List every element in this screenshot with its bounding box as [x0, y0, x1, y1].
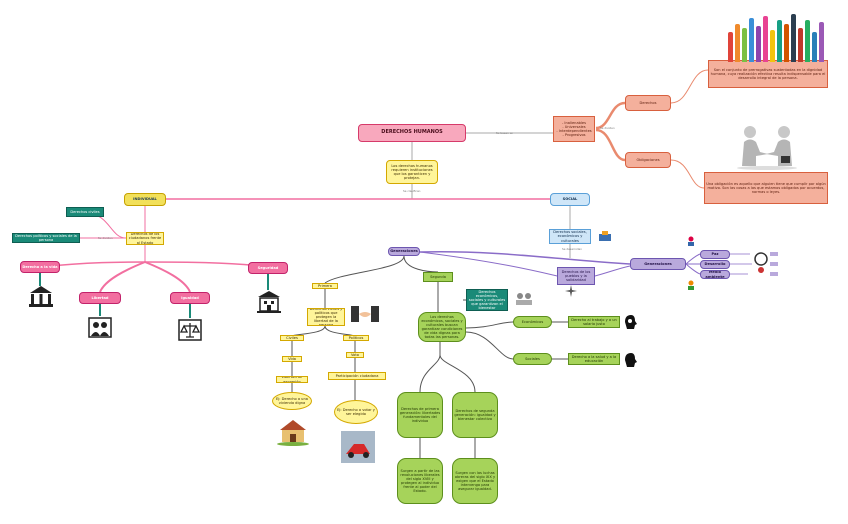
right-branch-node[interactable]: SOCIAL — [550, 193, 590, 206]
title-node[interactable]: DERECHOS HUMANOS — [358, 124, 466, 142]
characteristics-node[interactable]: - Inalienables - Universales - Interdepe… — [553, 116, 595, 142]
yellow-desc-node[interactable]: Derechos civiles y políticos que protege… — [307, 308, 345, 326]
green-main-node[interactable]: Los derechos económicos, sociales y cult… — [418, 312, 466, 342]
yellow-left2-node[interactable]: Vida — [282, 356, 302, 362]
green-bottom-left-node[interactable]: Surgen a partir de las revoluciones libe… — [397, 458, 443, 504]
center-note-node[interactable]: Los derechos humanos requieren instituci… — [386, 160, 438, 184]
people-icon — [516, 293, 532, 305]
green-top-node[interactable]: Segunda — [423, 272, 453, 282]
group-icon — [688, 280, 694, 290]
person-icon — [688, 236, 694, 246]
yellow-right-node[interactable]: Políticos — [343, 335, 369, 341]
left-child-1[interactable]: Derecho a la vida — [20, 261, 60, 273]
link-label-left: Se dividen — [98, 236, 113, 240]
yellow-right3-node[interactable]: Participación ciudadana — [328, 372, 386, 380]
green-right-b-node[interactable]: Sociales — [513, 353, 552, 365]
right-sub-node[interactable]: Derechos sociales, económicos y cultural… — [549, 229, 591, 244]
green-bottom-right-node[interactable]: Surgen con las luchas obreras del siglo … — [452, 458, 498, 504]
branch-derechos[interactable]: Derechos — [625, 95, 671, 111]
right-option-2[interactable]: Desarrollo — [700, 260, 730, 269]
link-label-char-branch: Se dividen — [600, 126, 615, 130]
mini-tag-3 — [770, 272, 778, 276]
right-option-1[interactable]: Paz — [700, 250, 730, 259]
sparkle-icon — [565, 285, 577, 297]
left-branch-node[interactable]: INDIVIDUAL — [124, 193, 166, 206]
head-profile-icon — [625, 353, 637, 367]
scales-icon — [178, 319, 202, 341]
green-low-left-node[interactable]: Derechos de primera generación: libertad… — [397, 392, 443, 438]
purple-center-node[interactable]: Generaciones — [630, 258, 686, 270]
purple-note-node[interactable]: Derechos de los pueblos y la solidaridad — [557, 267, 595, 285]
green-right-b-note[interactable]: Derecho a la salud y a la educación — [568, 353, 620, 365]
left-child-2[interactable]: Libertad — [79, 292, 121, 304]
mini-tag-1 — [770, 252, 778, 256]
branch-obligaciones[interactable]: Obligaciones — [625, 152, 671, 168]
building-icon — [257, 291, 281, 313]
head-gear-icon — [625, 315, 637, 329]
right-option-3[interactable]: Medio ambiente — [700, 270, 730, 279]
left-small-a[interactable]: Derechos civiles — [66, 207, 104, 217]
temple-icon — [29, 286, 53, 307]
obligation-node[interactable]: Una obligación es aquello que alguien ti… — [704, 172, 828, 204]
green-right-a-note[interactable]: Derecho al trabajo y a un salario justo — [568, 316, 620, 328]
mini-tag-2 — [770, 262, 778, 266]
green-right-a-node[interactable]: Económicos — [513, 316, 552, 328]
definition-node[interactable]: Son el conjunto de prerrogativas sustent… — [708, 60, 828, 88]
handshake-people-image — [737, 126, 797, 170]
oval-left-node[interactable]: Ej: Derecho a una vivienda digna — [272, 392, 312, 410]
yellow-top-node[interactable]: Primera — [312, 283, 338, 289]
mid-root-node[interactable]: Generaciones — [388, 247, 420, 256]
raised-hands-image — [728, 12, 826, 62]
link-label-center: Se clasifican — [403, 189, 421, 193]
left-small-b[interactable]: Derechos políticos y sociales de la pers… — [12, 233, 80, 243]
house-image — [277, 420, 309, 446]
teal-note-node[interactable]: Derechos económicos, sociales y cultural… — [466, 289, 508, 311]
globe-icon — [754, 252, 768, 273]
left-child-3[interactable]: Igualdad — [170, 292, 210, 304]
yellow-left-node[interactable]: Civiles — [280, 335, 304, 341]
oval-right-node[interactable]: Ej: Derecho a votar y ser elegido — [334, 400, 378, 424]
left-sub-node[interactable]: Derechos de los ciudadanos frente al Est… — [126, 232, 164, 245]
link-label-right: Se desarrollan — [562, 247, 582, 251]
voting-image — [341, 431, 375, 463]
green-low-right-node[interactable]: Derechos de segunda generación: igualdad… — [452, 392, 498, 438]
yellow-left3-node[interactable]: Libertad de expresión — [276, 376, 308, 383]
handshake-icon — [351, 306, 379, 322]
link-label-title-char: Se basan en — [496, 131, 514, 135]
yellow-right2-node[interactable]: Voto — [346, 352, 364, 358]
family-icon — [88, 317, 112, 338]
tools-icon — [599, 231, 611, 241]
left-child-4[interactable]: Seguridad — [248, 262, 288, 274]
